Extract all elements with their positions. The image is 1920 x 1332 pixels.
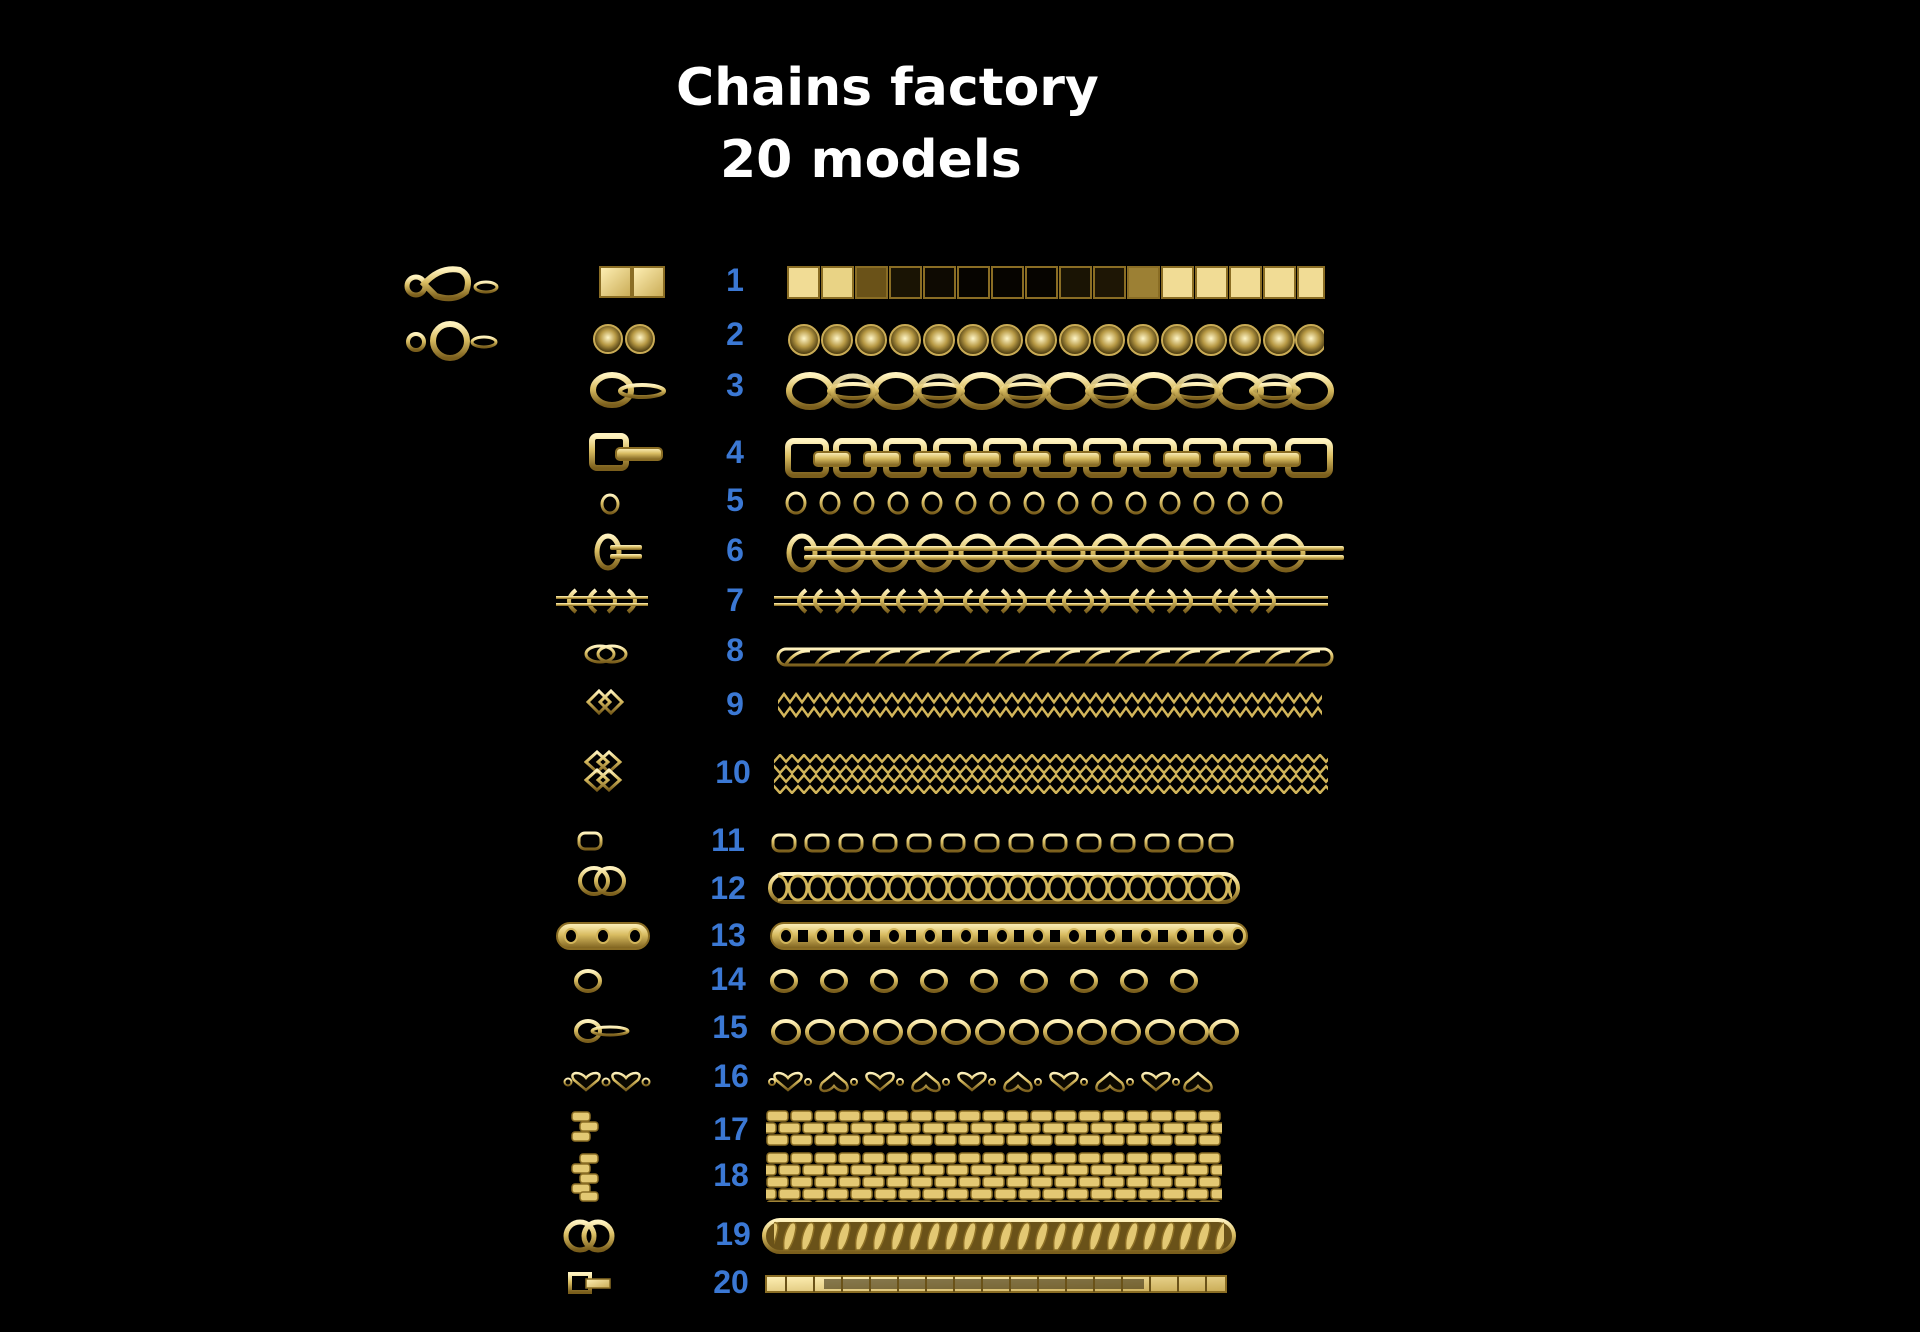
heart-link-icon: [562, 1070, 658, 1094]
chain-14-mariner-anchor: [768, 968, 1238, 994]
model-number-8: 8: [726, 632, 744, 668]
model-number-13: 13: [710, 917, 746, 953]
model-number-9: 9: [726, 686, 744, 722]
chain-15-oval-cable: [768, 1018, 1240, 1046]
lobster-clasp-icon: [400, 262, 500, 308]
chain-18-brick-mesh-5row: [766, 1152, 1222, 1202]
diamond-link-icon: [586, 688, 626, 716]
chain-19-cuban-curb: [762, 1218, 1236, 1254]
model-number-12: 12: [710, 870, 746, 906]
rect-thin-link-icon: [576, 830, 626, 852]
rope-link-icon: [582, 642, 632, 666]
model-number-10: 10: [715, 754, 751, 790]
chain-16-heart: [768, 1070, 1216, 1094]
bar-link-icon: [568, 1272, 614, 1294]
model-number-6: 6: [726, 532, 744, 568]
model-number-16: 16: [713, 1058, 749, 1094]
model-number-17: 17: [713, 1111, 749, 1147]
chain-3-oval-rolo-cable: [784, 370, 1336, 412]
chain-12-curb-twisted: [768, 872, 1242, 904]
chain-4-rectangle-cable: [784, 437, 1336, 479]
model-number-2: 2: [726, 316, 744, 352]
chain-13-figaro-eyelet: [768, 920, 1250, 952]
model-number-1: 1: [726, 262, 744, 298]
model-number-5: 5: [726, 482, 744, 518]
model-number-3: 3: [726, 367, 744, 403]
model-number-18: 18: [713, 1157, 749, 1193]
ball-link-icon: [588, 322, 660, 356]
double-diamond-link-icon: [584, 750, 624, 792]
page-title: Chains factory: [676, 58, 1099, 118]
byzantine-link-icon: [556, 586, 650, 616]
rectangle-link-icon: [588, 432, 668, 472]
eyelet-link-icon: [554, 920, 654, 952]
model-number-7: 7: [726, 582, 744, 618]
twisted-curb-link-icon: [576, 864, 628, 898]
model-number-4: 4: [726, 434, 744, 470]
model-number-19: 19: [715, 1216, 751, 1252]
small-round-link-icon: [598, 492, 638, 516]
chain-17-brick-mesh-3row: [766, 1110, 1222, 1148]
chain-6-double-bar-round: [784, 532, 1346, 574]
chain-7-byzantine: [774, 586, 1328, 616]
chain-20-bar-link-watch: [764, 1274, 1230, 1294]
model-number-20: 20: [713, 1264, 749, 1300]
chain-9-diamond-curb: [778, 692, 1322, 718]
model-number-15: 15: [712, 1009, 748, 1045]
model-number-14: 14: [710, 961, 746, 997]
double-bar-link-icon: [592, 532, 652, 572]
anchor-link-icon: [572, 968, 638, 994]
chain-8-rope-twist: [776, 646, 1336, 668]
chain-10-double-diamond-curb: [774, 754, 1328, 794]
brick-wide-link-icon: [570, 1152, 606, 1202]
spring-ring-clasp-icon: [402, 318, 502, 364]
cuban-link-icon: [562, 1218, 618, 1254]
oval-link-icon: [588, 370, 668, 410]
page-subtitle: 20 models: [720, 130, 1022, 190]
chain-11-rectangle-cable-thin: [770, 832, 1236, 854]
square-link-icon: [598, 265, 668, 299]
chain-2-ball-bead: [784, 322, 1324, 358]
chain-5-thin-round-cable: [784, 490, 1324, 516]
brick-link-icon: [570, 1110, 606, 1144]
chain-1-box-square: [784, 265, 1326, 301]
oval-cable-link-icon: [572, 1018, 632, 1044]
model-number-11: 11: [711, 822, 745, 858]
